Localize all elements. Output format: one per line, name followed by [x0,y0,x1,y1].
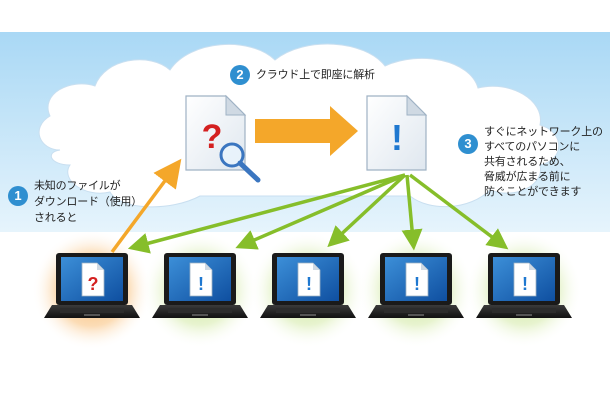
distribute-arrows [127,173,509,254]
step-1-line: 未知のファイルが [34,179,121,192]
step-3-line: すべてのパソコンに [484,140,580,153]
step-3-line: 共有されるため、 [484,155,571,168]
step-2-line: クラウド上で即座に解析 [256,68,375,81]
upload-arrow [110,158,182,254]
laptop-5: ! [476,253,572,318]
step-1-line: ダウンロード（使用） [34,195,142,208]
step-3-line: 脅威が広まる前に [484,170,571,183]
question-mark-glyph: ? [202,118,223,156]
laptop-2: ! [152,253,248,318]
step-1-line: されると [34,211,78,224]
laptop-glyph: ! [198,274,204,294]
unknown-file-icon: ? [185,94,247,171]
laptop-glyph: ! [522,274,528,294]
step-3-line: 防ぐことができます [484,185,582,198]
laptop-3: ! [260,253,356,318]
laptop-glyph: ! [306,274,312,294]
threat-file-icon: ! [366,94,428,171]
analyze-arrow [255,106,358,156]
step-1-badge: 1 [8,186,28,206]
step-2-text: クラウド上で即座に解析 [256,67,375,83]
laptop-1: ? [44,253,140,318]
step-2-badge: 2 [230,65,250,85]
magnifier-icon [219,142,261,183]
step-3-text: すぐにネットワーク上の すべてのパソコンに 共有されるため、 脅威が広まる前に … [484,124,603,199]
step-3-line: すぐにネットワーク上の [484,125,603,138]
exclamation-glyph: ! [391,117,403,158]
step-1-text: 未知のファイルが ダウンロード（使用） されると [34,178,142,226]
laptop-4: ! [368,253,464,318]
step-3-badge: 3 [458,134,478,154]
laptop-glyph: ! [414,274,420,294]
laptop-glyph: ? [88,274,99,294]
